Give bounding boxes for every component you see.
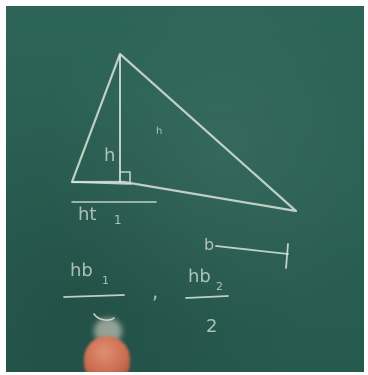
height-label-small: h	[156, 126, 162, 137]
fraction-separator: ,	[152, 279, 158, 303]
base-note: ht	[78, 204, 96, 225]
chalk-drawing: h h ht 1 hb 1 , hb 2 2 b	[63, 52, 298, 337]
fraction-left-bar	[63, 294, 125, 298]
base-note-sub: 1	[114, 213, 122, 227]
segment-b-line	[215, 245, 289, 255]
height-label: h	[104, 145, 115, 166]
fraction-right-numerator-sub: 2	[216, 280, 223, 293]
segment-label: b	[204, 235, 214, 254]
fraction-left-numerator: hb	[70, 260, 93, 281]
triangle-base	[71, 181, 132, 185]
fraction-right-numerator: hb	[188, 266, 211, 287]
fraction-left-numerator-sub: 1	[102, 274, 109, 287]
chalkboard: h h ht 1 hb 1 , hb 2 2 b	[6, 6, 364, 372]
fraction-right-bar	[185, 295, 229, 299]
hand-icon	[84, 336, 130, 372]
triangle-outline	[70, 52, 298, 213]
segment-b-tick	[285, 243, 289, 269]
right-angle-marker	[119, 171, 131, 183]
fraction-right-denominator: 2	[206, 316, 217, 337]
